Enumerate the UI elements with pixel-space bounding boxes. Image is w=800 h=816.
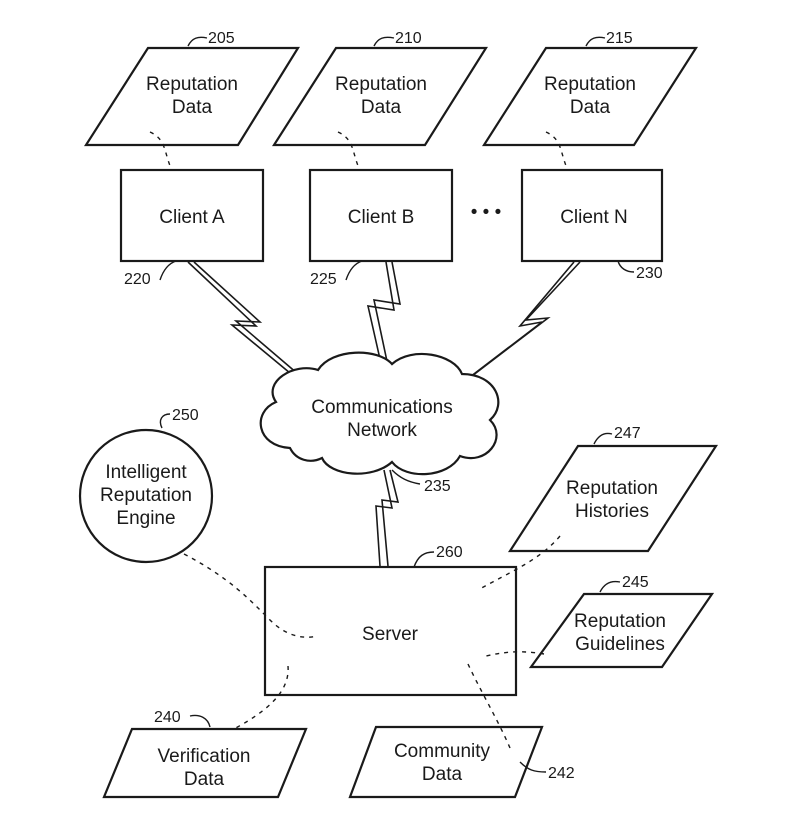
client-n: Client N 230 [520,168,664,282]
svg-text:250: 250 [172,407,199,424]
svg-text:Client N: Client N [560,207,628,228]
svg-text:247: 247 [614,425,641,442]
link-client-a [187,261,299,379]
svg-text:Reputation: Reputation [146,74,238,95]
communications-network: Communications Network 235 [259,351,500,495]
svg-text:Histories: Histories [575,501,649,522]
svg-text:Verification: Verification [158,746,251,767]
client-b: Client B 225 [308,168,454,288]
svg-text:Server: Server [362,624,419,645]
link-server [375,469,400,567]
reputation-data-215: Reputation Data 215 [481,30,699,147]
svg-text:260: 260 [436,544,463,561]
svg-text:Reputation: Reputation [100,485,192,506]
svg-text:Reputation: Reputation [544,74,636,95]
reputation-data-205: Reputation Data 205 [83,30,300,147]
link-client-b [366,261,401,369]
svg-text:220: 220 [124,271,151,288]
reputation-histories: Reputation Histories 247 [507,425,719,553]
server: Server 260 [263,544,518,697]
svg-text:Engine: Engine [116,508,175,529]
svg-text:Data: Data [172,97,213,118]
svg-text:240: 240 [154,709,181,726]
svg-text:235: 235 [424,478,451,495]
verification-data: Verification Data 240 [102,709,308,799]
ellipsis: • • • [471,202,502,223]
svg-text:Community: Community [394,741,491,762]
svg-text:Reputation: Reputation [566,478,658,499]
svg-text:230: 230 [636,265,663,282]
svg-text:Client A: Client A [159,207,225,228]
svg-text:242: 242 [548,765,575,782]
svg-text:Data: Data [361,97,402,118]
intelligent-reputation-engine: Intelligent Reputation Engine 250 [78,407,214,564]
client-a: Client A 220 [119,168,265,288]
svg-text:225: 225 [310,271,337,288]
svg-text:Reputation: Reputation [335,74,427,95]
link-client-n [465,261,581,381]
svg-text:205: 205 [208,30,235,47]
reputation-guidelines: Reputation Guidelines 245 [528,574,715,669]
svg-text:Network: Network [347,420,417,441]
svg-text:Data: Data [422,764,463,785]
reputation-data-210: Reputation Data 210 [271,30,488,147]
svg-text:Data: Data [570,97,611,118]
community-data: Community Data 242 [348,725,575,799]
svg-text:Intelligent: Intelligent [105,462,187,483]
svg-text:210: 210 [395,30,422,47]
svg-text:Communications: Communications [311,397,453,418]
svg-text:245: 245 [622,574,649,591]
svg-text:215: 215 [606,30,633,47]
svg-text:Data: Data [184,769,225,790]
svg-text:Guidelines: Guidelines [575,634,665,655]
svg-text:Client B: Client B [348,207,415,228]
svg-text:Reputation: Reputation [574,611,666,632]
